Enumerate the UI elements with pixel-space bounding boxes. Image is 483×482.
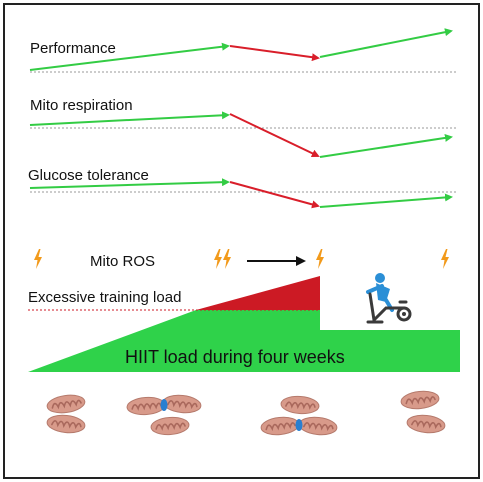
glucose-tolerance-row: Glucose tolerance xyxy=(28,167,458,209)
performance-label: Performance xyxy=(30,40,116,57)
mitochondria-week-2 xyxy=(125,392,203,437)
mito-respiration-label: Mito respiration xyxy=(30,97,133,114)
mitochondrion-icon xyxy=(45,412,87,436)
glucose-tolerance-arrow-decrease xyxy=(229,181,320,209)
mitochondrion-icon xyxy=(161,392,203,416)
mitochondrion-icon xyxy=(45,392,87,416)
performance-arrow-decrease xyxy=(229,45,320,62)
mito-fusion-site xyxy=(295,419,303,431)
mitochondrion-icon xyxy=(405,412,447,436)
mito-fusion-site xyxy=(160,399,168,411)
mito-respiration-arrow-increase-1 xyxy=(29,111,230,126)
glucose-tolerance-arrow-increase-1 xyxy=(29,178,230,189)
cyclist-icon xyxy=(366,273,412,324)
mitochondria-week-1 xyxy=(45,392,87,436)
mito-respiration-row: Mito respiration xyxy=(29,97,458,158)
glucose-tolerance-arrow-increase-2 xyxy=(319,193,453,208)
figure-frame xyxy=(3,3,480,479)
mito-respiration-arrow-decrease xyxy=(229,113,320,158)
mitochondrion-icon xyxy=(297,414,339,438)
performance-row: Performance xyxy=(29,28,458,73)
mitochondrion-icon xyxy=(399,388,441,412)
performance-arrow-increase-2 xyxy=(319,28,453,58)
lightning-bolt-icon xyxy=(34,249,42,269)
mitochondrion-icon xyxy=(149,415,191,437)
hiit-load-label: HIIT load during four weeks xyxy=(125,347,345,367)
mitochondrion-icon xyxy=(279,394,321,416)
training-load: Excessive training load HIIT load during… xyxy=(28,276,460,372)
mitochondrion-icon xyxy=(259,414,301,438)
lightning-bolt-icon xyxy=(441,249,449,269)
lightning-bolt-icon xyxy=(223,249,231,269)
mitochondria-week-3 xyxy=(259,394,339,438)
performance-arrow-increase-1 xyxy=(29,42,230,71)
excessive-training-load-label: Excessive training load xyxy=(28,289,181,306)
glucose-tolerance-label: Glucose tolerance xyxy=(28,167,149,184)
lightning-bolt-icon xyxy=(316,249,324,269)
excess-load-region xyxy=(196,276,320,310)
mito-ros-row: Mito ROS xyxy=(34,249,449,270)
mito-ros-label: Mito ROS xyxy=(90,253,155,270)
mito-respiration-arrow-increase-2 xyxy=(319,133,453,158)
mitochondria-week-4 xyxy=(399,388,447,436)
lightning-bolt-icon xyxy=(214,249,222,269)
hiit-load-region xyxy=(28,310,460,372)
mitochondrion-icon xyxy=(125,395,167,417)
